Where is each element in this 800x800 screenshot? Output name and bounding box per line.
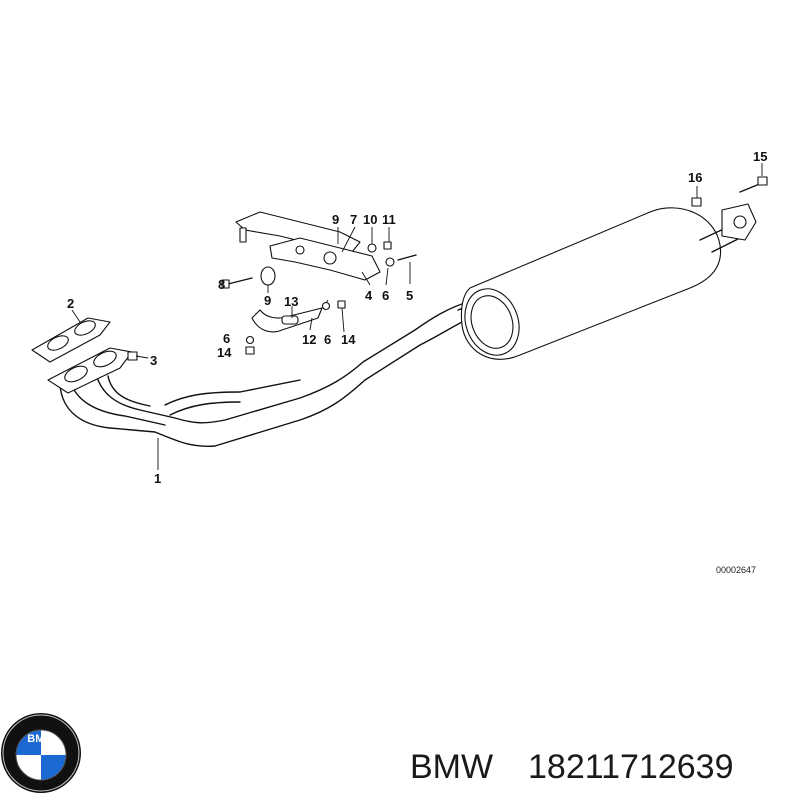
brand-name: BMW: [410, 748, 493, 786]
label-part-14b: 14: [217, 345, 232, 360]
pipe-clamp: [245, 300, 346, 355]
label-part-1: 1: [154, 471, 161, 486]
label-part-8: 8: [218, 277, 225, 292]
label-part-6b: 6: [324, 332, 331, 347]
drawing-code: 00002647: [716, 565, 756, 575]
label-part-5: 5: [406, 288, 413, 303]
label-part-13: 13: [284, 294, 298, 309]
label-part-4: 4: [365, 288, 373, 303]
leader-lines: [71, 163, 763, 470]
rear-fasteners: [691, 176, 768, 207]
label-part-9a: 9: [332, 212, 339, 227]
svg-text:BMW: BMW: [27, 733, 55, 745]
label-part-14a: 14: [341, 332, 356, 347]
label-part-10: 10: [363, 212, 377, 227]
label-part-16: 16: [688, 170, 702, 185]
part-labels: 1 2 3 4 5 6 6 6 7 8 9 9 10 11 12 13 14 1…: [67, 149, 767, 575]
label-part-7: 7: [350, 212, 357, 227]
part-number: 18211712639: [528, 748, 733, 786]
label-part-12: 12: [302, 332, 316, 347]
muffler: [460, 203, 757, 360]
flange-nut: [127, 351, 138, 361]
bmw-logo: BMW: [1, 713, 81, 793]
label-part-6c: 6: [223, 331, 230, 346]
label-part-9b: 9: [264, 293, 271, 308]
manifold-gasket: [31, 317, 111, 363]
exhaust-flange: [47, 347, 133, 394]
label-part-2: 2: [67, 296, 74, 311]
hanger-bracket: [221, 211, 417, 289]
label-part-15: 15: [753, 149, 767, 164]
label-part-11: 11: [382, 212, 396, 227]
label-part-3: 3: [150, 353, 157, 368]
label-part-6a: 6: [382, 288, 389, 303]
